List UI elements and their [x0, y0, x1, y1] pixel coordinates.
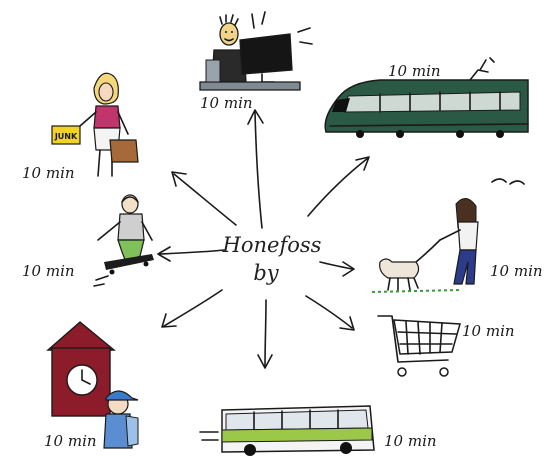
skater-time-label: 10 min — [22, 262, 75, 280]
office-time-label: 10 min — [200, 94, 253, 112]
school-illustration — [46, 321, 139, 449]
arrow-to-dog-walk — [319, 261, 355, 277]
shopping-time-label: 10 min — [22, 164, 75, 182]
shopping-woman-illustration: JUNK — [51, 72, 139, 177]
shopping-cart-illustration — [377, 315, 461, 377]
arrow-to-office — [247, 109, 264, 229]
arrows — [157, 109, 370, 369]
bus-time-label: 10 min — [384, 432, 437, 450]
dog-walk-time-label: 10 min — [490, 262, 543, 280]
bag-logo-text: JUNK — [54, 132, 78, 141]
center-label-line2: by — [253, 261, 279, 285]
arrow-to-train — [307, 156, 370, 217]
train-time-label: 10 min — [388, 62, 441, 80]
office-worker-illustration — [199, 11, 313, 91]
center-label-line1: Honefoss — [222, 233, 322, 257]
train-illustration — [324, 57, 529, 138]
bus-illustration — [199, 405, 375, 456]
cart-time-label: 10 min — [462, 322, 515, 340]
arrow-to-cart — [305, 295, 355, 331]
arrow-to-skater — [157, 246, 225, 262]
skater-illustration — [93, 194, 154, 287]
arrow-to-bus — [257, 299, 273, 369]
arrow-to-school — [161, 289, 223, 328]
arrow-to-shopping — [171, 171, 237, 226]
school-time-label: 10 min — [44, 432, 97, 450]
center-label: Honefoss by — [222, 233, 322, 285]
dog-walker-illustration — [371, 178, 525, 293]
